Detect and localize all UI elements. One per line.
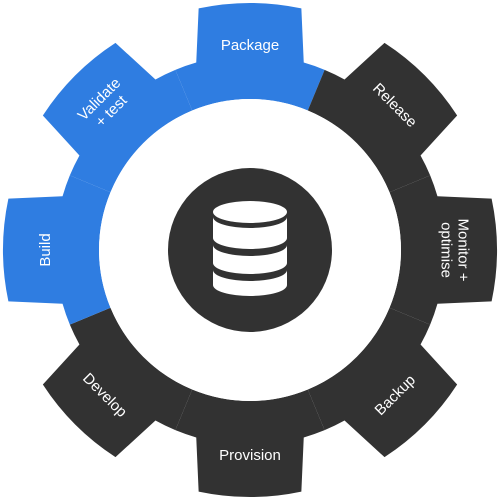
segment-label-monitor: Monitor +optimise <box>438 219 472 282</box>
segment-backup <box>307 307 458 458</box>
segment-package <box>175 3 325 111</box>
segment-develop <box>42 307 193 458</box>
segment-label-build: Build <box>37 233 54 266</box>
segment-label-package: Package <box>221 37 279 54</box>
segment-label-provision: Provision <box>219 447 281 464</box>
database-icon <box>213 201 287 296</box>
center-badge <box>168 168 332 332</box>
segment-validate <box>42 42 193 193</box>
gear-segments <box>3 3 498 498</box>
segment-provision <box>175 389 325 498</box>
segment-release <box>307 42 458 193</box>
segment-monitor <box>389 175 498 325</box>
segment-build <box>3 175 111 325</box>
